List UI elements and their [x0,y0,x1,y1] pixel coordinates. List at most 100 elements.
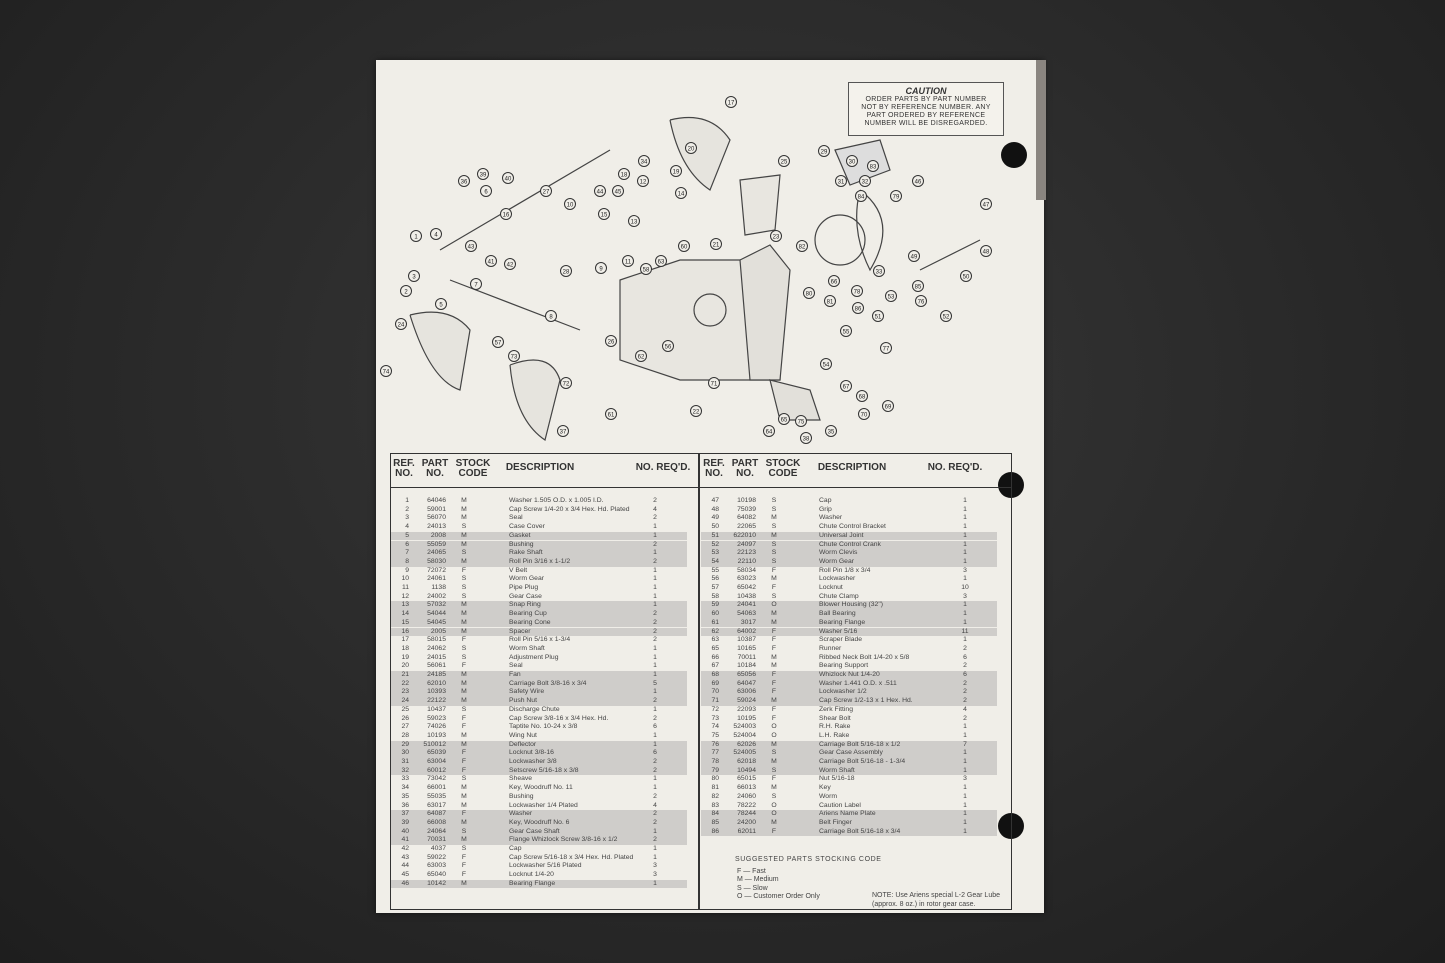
cell-desc: Washer [509,810,533,818]
cell-part: 65056 [737,671,756,678]
callout-circle [435,298,447,310]
callout-circle [763,425,775,437]
callout-circle [465,240,477,252]
cell-qty: 6 [653,723,657,731]
cell-qty: 2 [653,766,657,774]
callout-number: 38 [803,437,810,443]
cell-desc: Washer 1.441 O.D. x .511 [819,679,897,687]
cell-code: F [771,627,777,635]
cell-desc: Lockwasher 5/16 Plated [509,862,582,870]
callout-circle [622,255,634,267]
cell-code: M [461,671,467,678]
lube-note: NOTE: Use Ariens special L-2 Gear Lube (… [872,891,1000,909]
callout-circle [612,185,624,197]
callout-circle [778,155,790,167]
callout-number: 30 [849,160,856,166]
cell-desc: Bushing [509,792,534,800]
fan [669,116,731,191]
callout-circle [594,185,606,197]
callout-number: 14 [678,192,685,198]
cell-desc: Key, Woodruff No. 11 [509,784,573,792]
cell-part: 59024 [737,697,756,705]
callout-circle [795,415,807,427]
callout-circle [828,275,840,287]
cell-ref: 54 [711,557,719,565]
cell-part: 2005 [430,627,446,635]
cell-code: M [461,879,467,887]
cell-code: F [771,827,777,835]
cell-qty: 11 [961,627,969,635]
cell-part: 58015 [427,636,446,644]
cell-code: M [771,662,777,670]
callout-circle [502,172,514,184]
callout-circle [908,250,920,262]
cell-desc: Scraper Blade [819,636,863,644]
cell-code: S [771,792,777,800]
callout-number: 12 [640,180,647,186]
header-desc: DESCRIPTION [817,462,887,473]
cell-part: 60012 [427,766,446,774]
cell-qty: 1 [653,740,657,748]
cell-part: 59023 [427,714,446,722]
callout-circle [638,155,650,167]
callout-circle [872,310,884,322]
cell-qty: 1 [653,705,657,713]
cell-code: F [461,723,467,731]
cell-qty: 1 [653,584,657,591]
cell-ref: 53 [711,549,719,557]
cell-qty: 1 [653,827,657,835]
callout-number: 63 [658,260,665,266]
callout-circle [960,270,972,282]
cell-desc: Locknut 3/8-16 [509,749,554,757]
caution-line: NUMBER WILL BE DISREGARDED. [864,120,988,127]
cell-desc: Locknut [819,584,843,591]
cell-part: 24064 [427,827,446,835]
callout-number: 4 [434,233,438,239]
callout-circle [470,278,482,290]
cell-code: M [771,697,777,705]
cell-code: M [461,740,467,748]
cell-desc: Bearing Cone [509,618,551,626]
cell-qty: 1 [653,653,657,661]
cell-ref: 8 [405,557,409,565]
cell-desc: Caution Label [819,801,861,809]
cell-code: M [771,618,777,626]
cell-code: M [461,497,467,504]
callout-number: 26 [608,340,615,346]
cell-ref: 12 [401,592,409,600]
cell-code: F [461,853,467,861]
cell-ref: 27 [401,723,409,731]
cell-qty: 3 [963,775,967,783]
cell-qty: 6 [653,749,657,757]
callout-number: 7 [474,283,478,289]
callout-number: 44 [597,190,604,196]
cell-ref: 47 [711,497,719,504]
callout-number: 46 [915,180,922,186]
callout-number: 55 [843,330,850,336]
legend-item: O — Customer Order Only [737,893,820,900]
cell-code: S [461,592,467,600]
callout-circle [725,96,737,108]
cell-code: M [461,801,467,809]
cell-qty: 1 [963,497,967,504]
callout-number: 86 [855,307,862,313]
cell-part: 1138 [431,584,446,591]
cell-part: 4037 [430,845,446,852]
callout-circle [882,400,894,412]
cell-part: 10165 [737,644,756,652]
deflector [834,139,891,186]
cell-qty: 1 [963,618,967,626]
cell-desc: L.H. Rake [819,731,850,739]
callout-circle [508,350,520,362]
cell-part: 63017 [427,801,446,809]
